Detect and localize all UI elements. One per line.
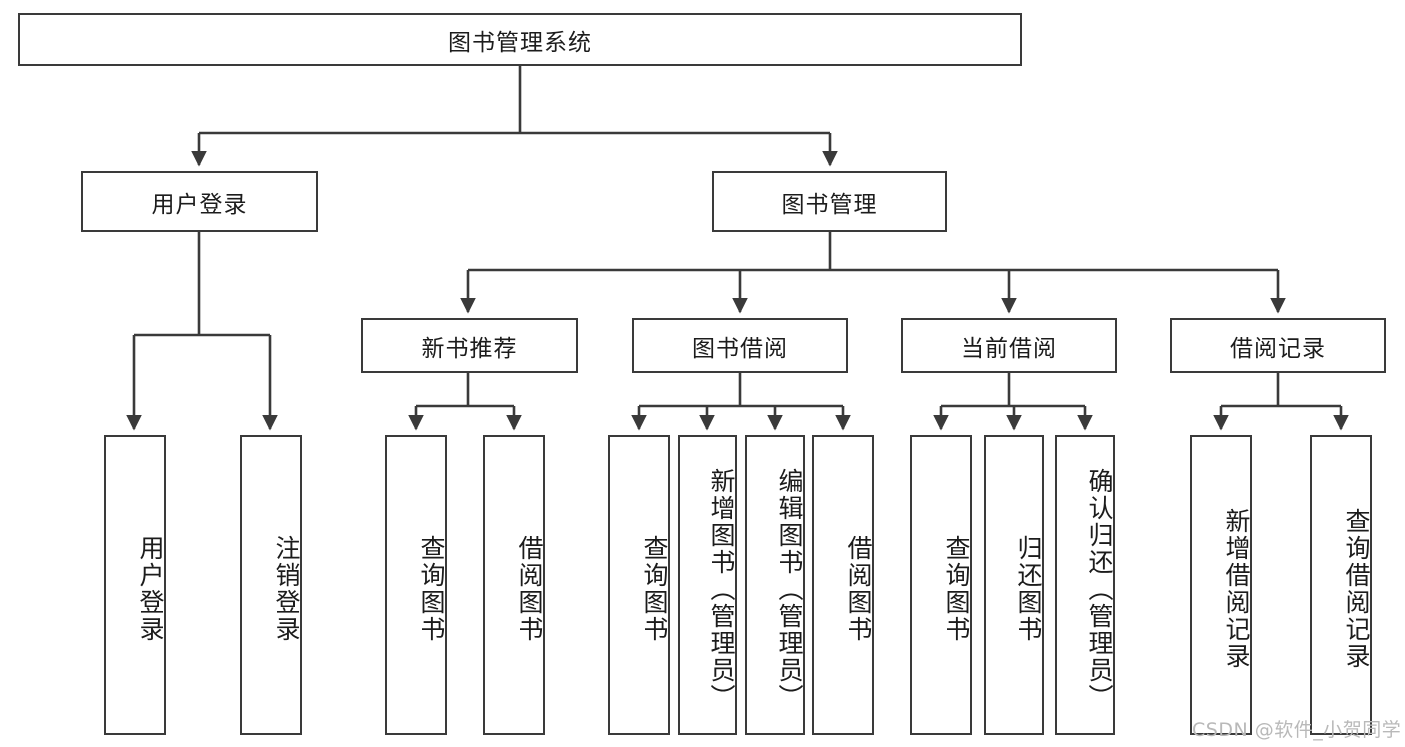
node-new-book-recommend-label: 新书推荐 [421,335,518,362]
csdn-watermark: CSDN @软件_小贺同学 [1192,719,1402,741]
leaf-edit-book-admin[interactable]: 编辑图书（管理员） [745,435,805,735]
leaf-logout[interactable]: 注销登录 [240,435,302,735]
node-borrow-record[interactable]: 借阅记录 [1170,318,1386,373]
leaf-label: 借阅图书 [844,535,873,643]
leaf-query-book-1[interactable]: 查询图书 [385,435,447,735]
leaf-add-borrow-record[interactable]: 新增借阅记录 [1190,435,1252,735]
leaf-label: 借阅图书 [515,535,544,643]
node-book-management[interactable]: 图书管理 [712,171,947,232]
leaf-borrow-book-2[interactable]: 借阅图书 [812,435,874,735]
leaf-label: 查询借阅记录 [1342,508,1371,670]
node-borrow-record-label: 借阅记录 [1230,335,1326,362]
leaf-borrow-book-1[interactable]: 借阅图书 [483,435,545,735]
leaf-add-book-admin[interactable]: 新增图书（管理员） [678,435,737,735]
leaf-user-login[interactable]: 用户登录 [104,435,166,735]
node-book-management-label: 图书管理 [781,191,878,218]
leaf-confirm-return-admin[interactable]: 确认归还（管理员） [1055,435,1115,735]
leaf-label: 新增借阅记录 [1222,508,1251,670]
leaf-label: 用户登录 [136,535,165,643]
node-user-login-label: 用户登录 [151,191,248,218]
leaf-label: 查询图书 [417,535,446,643]
node-user-login[interactable]: 用户登录 [81,171,318,232]
leaf-label: 查询图书 [640,535,669,643]
node-book-borrow-label: 图书借阅 [692,335,788,362]
node-root[interactable]: 图书管理系统 [18,13,1022,66]
node-book-borrow[interactable]: 图书借阅 [632,318,848,373]
node-current-borrow-label: 当前借阅 [961,335,1057,362]
leaf-query-borrow-record[interactable]: 查询借阅记录 [1310,435,1372,735]
node-new-book-recommend[interactable]: 新书推荐 [361,318,578,373]
leaf-query-book-3[interactable]: 查询图书 [910,435,972,735]
leaf-label: 归还图书 [1014,535,1043,643]
leaf-query-book-2[interactable]: 查询图书 [608,435,670,735]
node-root-label: 图书管理系统 [448,29,592,56]
leaf-label: 确认归还（管理员） [1085,467,1114,711]
node-current-borrow[interactable]: 当前借阅 [901,318,1117,373]
leaf-label: 编辑图书（管理员） [775,467,804,711]
leaf-label: 查询图书 [942,535,971,643]
leaf-label: 新增图书（管理员） [707,467,736,711]
leaf-label: 注销登录 [272,535,301,643]
leaf-return-book[interactable]: 归还图书 [984,435,1044,735]
